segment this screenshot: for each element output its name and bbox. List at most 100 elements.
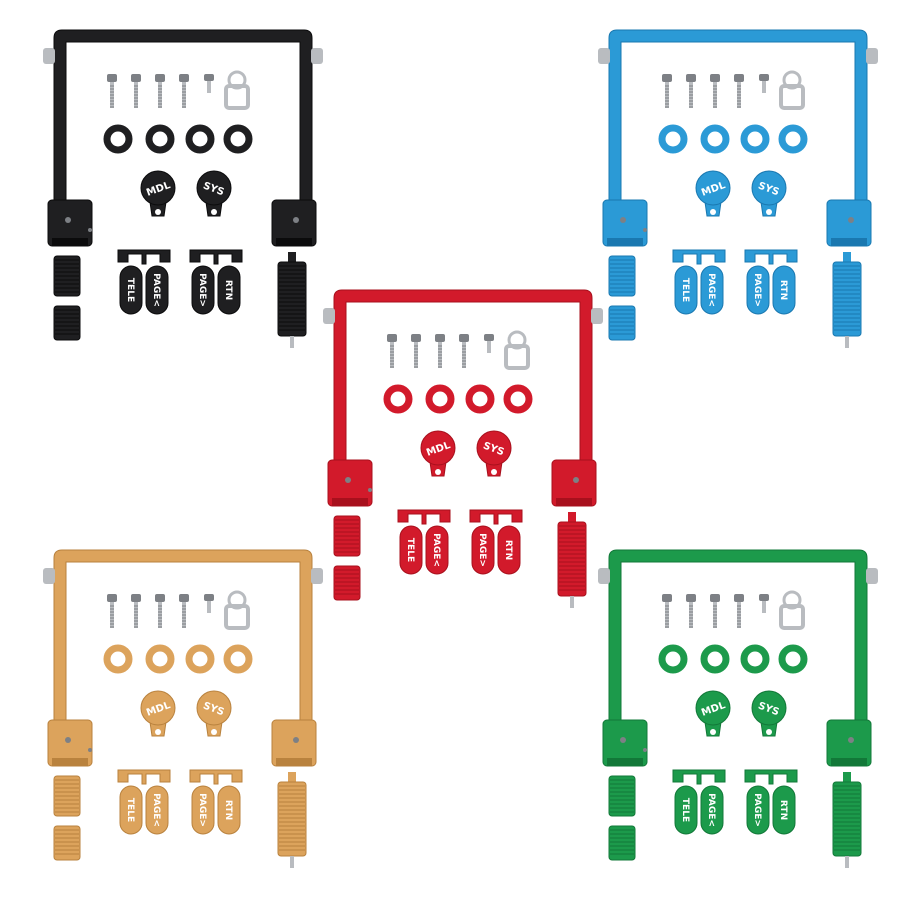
button-cap-sys: SYS bbox=[751, 170, 787, 217]
bracket-right bbox=[271, 199, 317, 247]
screw bbox=[107, 74, 117, 108]
bracket-right bbox=[551, 459, 597, 507]
tab-pair-page-right-rtn: PAGE> RTN bbox=[189, 769, 243, 835]
bracket-left bbox=[602, 199, 648, 247]
o-ring bbox=[465, 384, 495, 414]
lanyard-ring bbox=[224, 70, 250, 110]
frame bbox=[323, 289, 603, 465]
svg-text:PAGE>: PAGE> bbox=[197, 273, 207, 307]
frame bbox=[43, 29, 323, 205]
svg-text:PAGE<: PAGE< bbox=[151, 273, 161, 307]
small-screw bbox=[204, 74, 214, 93]
svg-text:TELE: TELE bbox=[680, 278, 690, 302]
svg-text:TELE: TELE bbox=[125, 798, 135, 822]
lanyard-ring bbox=[224, 590, 250, 630]
lanyard-ring bbox=[779, 590, 805, 630]
spacer-cylinder bbox=[53, 775, 81, 817]
spacer-cylinder bbox=[608, 775, 636, 817]
screw bbox=[710, 594, 720, 628]
o-ring bbox=[503, 384, 533, 414]
tab-pair-page-right-rtn: PAGE> RTN bbox=[744, 769, 798, 835]
spacer-cylinder bbox=[608, 255, 636, 297]
o-ring bbox=[740, 644, 770, 674]
button-cap-mdl: MDL bbox=[695, 170, 731, 217]
svg-text:RTN: RTN bbox=[223, 800, 233, 820]
tab-pair-tele-page-left: TELE PAGE< bbox=[117, 769, 171, 835]
svg-text:PAGE>: PAGE> bbox=[752, 273, 762, 307]
svg-text:PAGE<: PAGE< bbox=[431, 533, 441, 567]
thumb-screw-right bbox=[311, 48, 323, 64]
o-ring bbox=[185, 124, 215, 154]
svg-text:PAGE<: PAGE< bbox=[706, 793, 716, 827]
screw bbox=[662, 594, 672, 628]
button-cap-mdl: MDL bbox=[420, 430, 456, 477]
thumb-screw-left bbox=[43, 568, 55, 584]
button-cap-sys: SYS bbox=[196, 170, 232, 217]
thumb-screw-left bbox=[43, 48, 55, 64]
lanyard-ring bbox=[779, 70, 805, 110]
o-ring bbox=[145, 644, 175, 674]
spacer-cylinder bbox=[333, 515, 361, 557]
screw bbox=[686, 74, 696, 108]
svg-text:PAGE>: PAGE> bbox=[197, 793, 207, 827]
thumb-screw-left bbox=[598, 48, 610, 64]
o-ring bbox=[103, 644, 133, 674]
bracket-left bbox=[47, 719, 93, 767]
bracket-right bbox=[271, 719, 317, 767]
thumb-screw-right bbox=[866, 568, 878, 584]
bracket-right bbox=[826, 719, 872, 767]
screw bbox=[435, 334, 445, 368]
o-ring bbox=[383, 384, 413, 414]
spacer-cylinder bbox=[53, 255, 81, 297]
o-ring bbox=[700, 644, 730, 674]
screw bbox=[107, 594, 117, 628]
frame bbox=[43, 549, 323, 725]
frame bbox=[598, 29, 878, 205]
thumb-screw-left bbox=[323, 308, 335, 324]
knurled-handle bbox=[277, 772, 307, 868]
o-ring bbox=[740, 124, 770, 154]
button-cap-sys: SYS bbox=[196, 690, 232, 737]
bracket-left bbox=[602, 719, 648, 767]
button-cap-sys: SYS bbox=[751, 690, 787, 737]
svg-text:PAGE>: PAGE> bbox=[752, 793, 762, 827]
spacer-cylinder bbox=[608, 825, 636, 861]
button-cap-sys: SYS bbox=[476, 430, 512, 477]
bracket-left bbox=[47, 199, 93, 247]
thumb-screw-left bbox=[598, 568, 610, 584]
svg-text:RTN: RTN bbox=[223, 280, 233, 300]
o-ring bbox=[223, 644, 253, 674]
thumb-screw-right bbox=[866, 48, 878, 64]
bracket-right bbox=[826, 199, 872, 247]
tab-pair-page-right-rtn: PAGE>RTN bbox=[469, 509, 523, 575]
small-screw bbox=[759, 594, 769, 613]
o-ring bbox=[778, 124, 808, 154]
knurled-handle bbox=[277, 252, 307, 348]
svg-text:RTN: RTN bbox=[778, 800, 788, 820]
screw bbox=[662, 74, 672, 108]
spacer-cylinder bbox=[53, 825, 81, 861]
screw bbox=[710, 74, 720, 108]
o-ring bbox=[658, 644, 688, 674]
screw bbox=[734, 74, 744, 108]
spacer-cylinder bbox=[53, 305, 81, 341]
tab-pair-page-right-rtn: PAGE>RTN bbox=[744, 249, 798, 315]
screw bbox=[179, 74, 189, 108]
knurled-handle bbox=[832, 772, 862, 868]
tab-pair-page-right-rtn: PAGE> RTN bbox=[189, 249, 243, 315]
small-screw bbox=[204, 594, 214, 613]
svg-text:PAGE>: PAGE> bbox=[477, 533, 487, 567]
svg-text:PAGE<: PAGE< bbox=[151, 793, 161, 827]
screw bbox=[131, 594, 141, 628]
thumb-screw-right bbox=[591, 308, 603, 324]
bracket-left bbox=[327, 459, 373, 507]
o-ring bbox=[658, 124, 688, 154]
